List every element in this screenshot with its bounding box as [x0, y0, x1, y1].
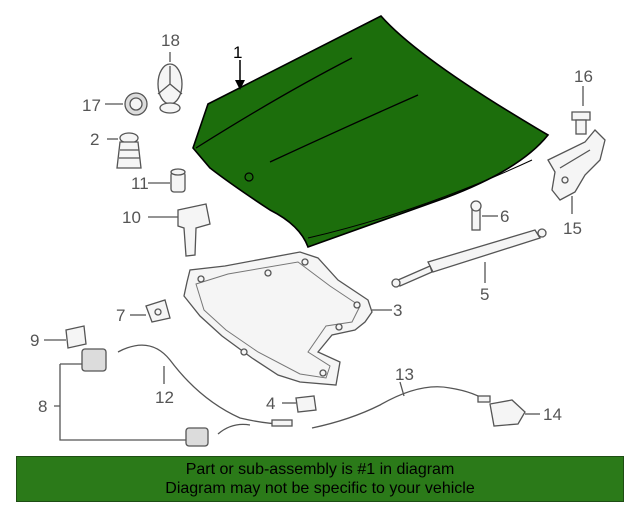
hood-insulation-panel[interactable]: [183, 251, 373, 386]
bump-stop[interactable]: [116, 132, 142, 169]
banner-line-disclaimer: Diagram may not be specific to your vehi…: [165, 480, 475, 497]
callout-5[interactable]: 5: [480, 285, 489, 304]
hood-panel[interactable]: [192, 15, 550, 249]
callout-10[interactable]: 10: [122, 208, 141, 227]
latch-bracket[interactable]: [65, 325, 87, 349]
insulation-panel-shape: [183, 251, 373, 386]
callout-1[interactable]: 1: [233, 43, 242, 62]
callout-3[interactable]: 3: [393, 301, 402, 320]
callout-6[interactable]: 6: [500, 207, 509, 226]
hood-emblem[interactable]: [157, 63, 183, 114]
callout-17[interactable]: 17: [82, 96, 101, 115]
hood-hinge[interactable]: [547, 129, 606, 201]
leader-1-arrow: [235, 80, 245, 90]
hinge-bolt[interactable]: [571, 111, 591, 135]
hood-crease-line: [195, 57, 353, 149]
insulation-panel-inner: [195, 261, 361, 379]
hood-edge-line: [307, 159, 533, 239]
strut-cylinder: [427, 229, 541, 273]
ball-stud[interactable]: [470, 200, 482, 231]
latch-cable[interactable]: [311, 386, 491, 429]
callout-12[interactable]: 12: [155, 388, 174, 407]
strut-rod: [397, 265, 433, 287]
parts-diagram: 1 2 3 4 5 6 7 8 9 10 11 12 13 14 15 16 1…: [30, 15, 606, 447]
callout-9[interactable]: 9: [30, 331, 39, 350]
callout-8[interactable]: 8: [38, 397, 47, 416]
leader-lines: [44, 52, 584, 441]
callout-18[interactable]: 18: [161, 31, 180, 50]
callout-2[interactable]: 2: [90, 130, 99, 149]
callout-4[interactable]: 4: [266, 394, 275, 413]
support-bracket[interactable]: [177, 203, 211, 257]
callout-15[interactable]: 15: [563, 219, 582, 238]
callout-11[interactable]: 11: [131, 174, 149, 193]
banner-line-part-info: Part or sub-assembly is #1 in diagram: [185, 461, 455, 478]
emblem-base[interactable]: [124, 92, 148, 116]
callout-13[interactable]: 13: [395, 365, 414, 384]
hood-emblem-hole: [244, 172, 254, 182]
release-cable[interactable]: [117, 344, 293, 435]
hood-crease-line-2: [269, 94, 419, 163]
callout-7[interactable]: 7: [116, 306, 125, 325]
hood-buffer[interactable]: [170, 168, 186, 193]
hood-gas-strut[interactable]: [391, 228, 547, 288]
retainer-clip[interactable]: [145, 299, 171, 323]
callout-14[interactable]: 14: [543, 405, 562, 424]
info-banner: Part or sub-assembly is #1 in diagram Di…: [16, 456, 624, 502]
cable-clip[interactable]: [295, 395, 317, 413]
hood-latch[interactable]: [81, 348, 209, 447]
hood-panel-shape: [192, 15, 550, 249]
release-handle[interactable]: [489, 399, 526, 427]
callout-16[interactable]: 16: [574, 67, 593, 86]
